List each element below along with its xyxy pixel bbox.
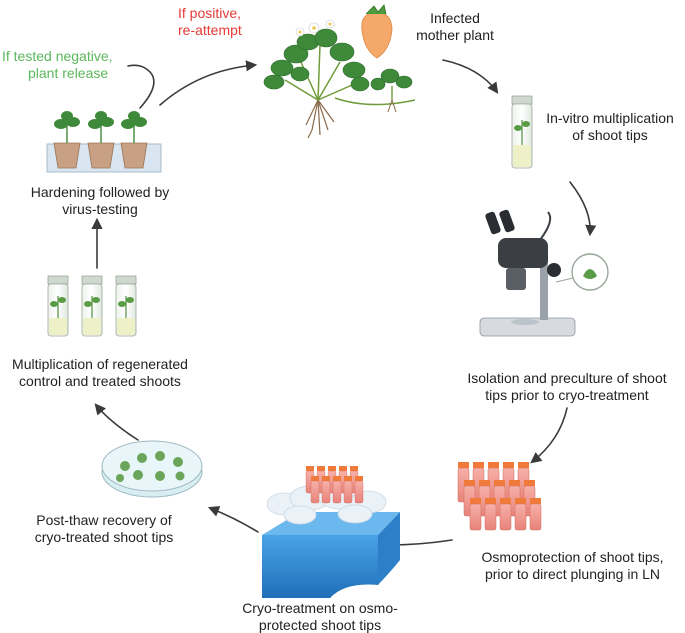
label-multiplication-line1: Multiplication of regenerated [12,356,188,372]
label-cryo-line2: protected shoot tips [258,617,382,633]
cryovial-rack-icon [457,462,542,531]
label-postthaw-line1: Post-thaw recovery of [36,512,172,528]
label-invitro-line2: of shoot tips [572,127,648,143]
arrow-mother-to-invitro [442,59,499,94]
label-postthaw: Post-thaw recovery of cryo-treated shoot… [14,512,194,546]
label-tested-negative: If tested negative, plant release [2,48,113,82]
culture-tube-icon [511,95,533,169]
label-hardening: Hardening followed by virus-testing [20,184,180,218]
liquid-nitrogen-bath-icon [262,466,400,598]
label-osmo-line1: Osmoprotection of shoot tips, [481,549,664,565]
label-tested-negative-line1: If tested negative, [2,48,113,64]
label-osmo-line2: prior to direct plunging in LN [484,566,661,582]
cycle-arrows [91,59,597,551]
arrow-cryo-to-postthaw [207,506,259,533]
strawberry-plant-icon [263,4,416,139]
label-hardening-line1: Hardening followed by [30,184,170,200]
label-positive-line1: If positive, [178,5,242,21]
label-invitro: In-vitro multiplication of shoot tips [535,110,685,144]
label-cryo: Cryo-treatment on osmo- protected shoot … [230,600,410,633]
label-infected-line1: Infected [430,10,480,26]
label-isolation: Isolation and preculture of shoot tips p… [452,370,682,404]
label-isolation-line1: Isolation and preculture of shoot [467,370,667,386]
arrow-postthaw-to-multiplication [94,403,139,441]
arrow-isolation-to-osmo [530,407,568,464]
potted-plantlets-icon [46,111,162,173]
label-hardening-line2: virus-testing [62,201,138,217]
label-positive: If positive, re-attempt [178,5,242,39]
label-cryo-line1: Cryo-treatment on osmo- [242,600,398,616]
label-positive-line2: re-attempt [178,22,242,38]
petri-dish-icon [101,440,203,498]
label-isolation-line2: tips prior to cryo-treatment [485,387,649,403]
arrow-invitro-to-microscope [569,181,597,237]
arrow-release-to-mother [159,60,258,106]
label-invitro-line1: In-vitro multiplication [546,110,674,126]
label-infected-mother: Infected mother plant [400,10,510,44]
label-multiplication-line2: control and treated shoots [19,373,181,389]
arrow-negative-curl [127,64,155,109]
stereo-microscope-icon [479,209,609,337]
label-osmo: Osmoprotection of shoot tips, prior to d… [460,549,685,583]
label-multiplication: Multiplication of regenerated control an… [0,356,200,390]
label-infected-line2: mother plant [416,27,494,43]
label-postthaw-line2: cryo-treated shoot tips [34,529,174,545]
label-tested-negative-line2: plant release [28,65,109,81]
culture-tubes-icon [47,275,137,337]
